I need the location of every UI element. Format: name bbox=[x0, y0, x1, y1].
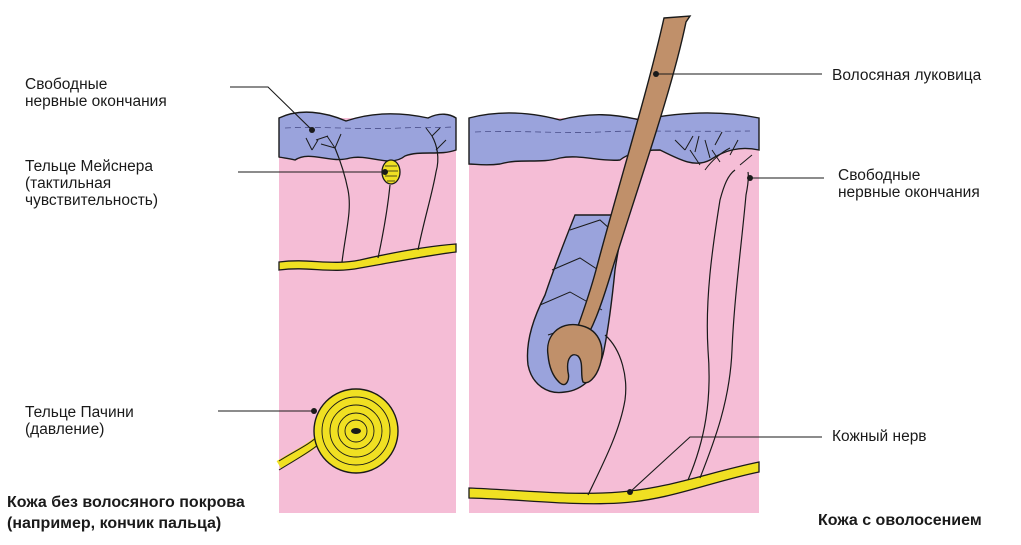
dermis-right bbox=[469, 118, 759, 513]
hairy-skin-panel bbox=[469, 16, 759, 513]
epidermis-left bbox=[279, 112, 456, 161]
epidermis-right bbox=[469, 113, 759, 165]
